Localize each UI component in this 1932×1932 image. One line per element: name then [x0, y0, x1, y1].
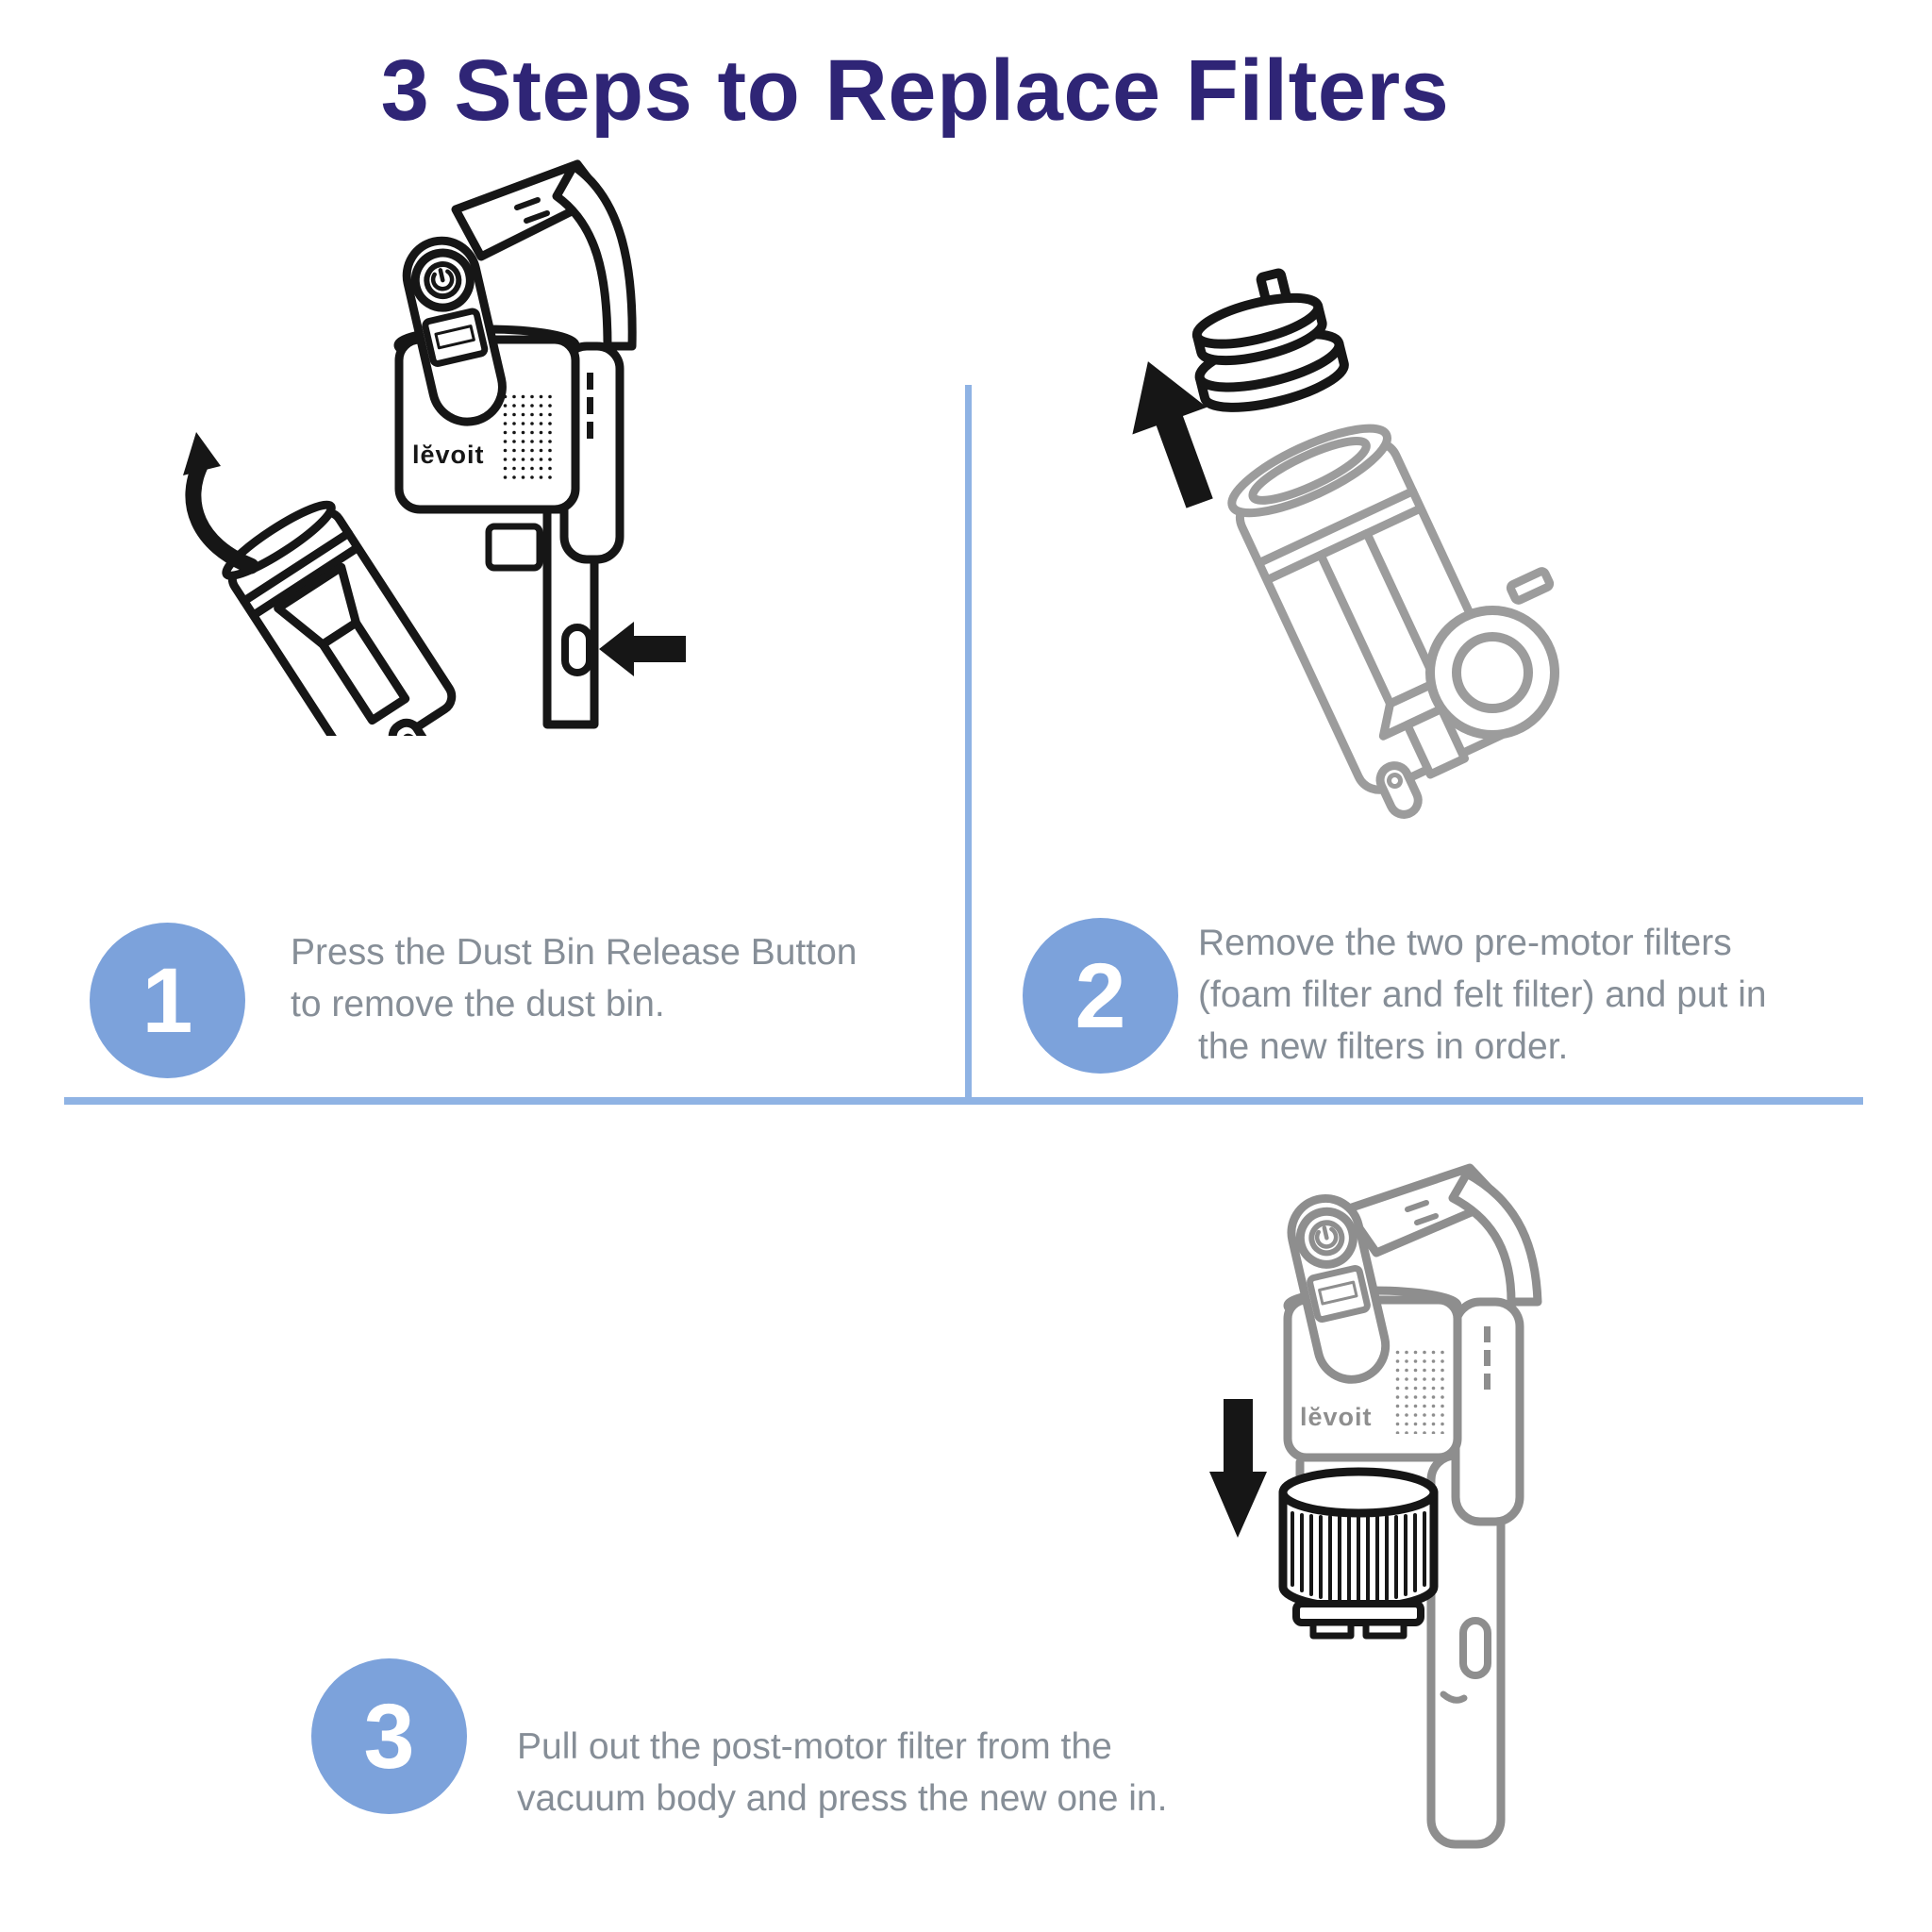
step-3-number: 3: [363, 1684, 415, 1788]
handle-column: [402, 236, 507, 426]
handle-arm: [552, 161, 637, 351]
step-2-line-1: Remove the two pre-motor filters: [1198, 923, 1732, 963]
step-2-number: 2: [1074, 943, 1126, 1047]
levoit-logo: lĕvoit: [1300, 1403, 1373, 1431]
bin-slot: [485, 523, 543, 572]
step-3-line-2: vacuum body and press the new one in.: [517, 1778, 1168, 1819]
wand-tick: [1440, 1690, 1468, 1704]
dust-bin: [222, 500, 457, 736]
pull-down-arrow-icon: [1209, 1399, 1267, 1538]
levoit-logo: lĕvoit: [412, 441, 485, 469]
step-1-line-2: to remove the dust bin.: [291, 984, 665, 1024]
vent-grid: [1391, 1345, 1445, 1434]
wand-latch: [1459, 1617, 1491, 1679]
step-3-text: Pull out the post-motor filter from the …: [517, 1721, 1167, 1824]
step-3-badge: 3: [311, 1658, 467, 1814]
press-arrow-icon: [599, 622, 686, 676]
handle-arm: [1448, 1169, 1542, 1307]
post-motor-filter: [1278, 1467, 1439, 1640]
step-2-badge: 2: [1023, 918, 1178, 1074]
remove-arrow-icon: [1132, 361, 1213, 508]
step2-illustration-pre-motor-filters: [1132, 268, 1559, 819]
rotate-arrow-head: [183, 432, 221, 475]
step3-illustration-post-motor-filter: lĕvoit: [1209, 1163, 1542, 1849]
power-icon: [430, 268, 455, 291]
horizontal-divider: [64, 1097, 1863, 1105]
rotate-arrow: [185, 454, 259, 575]
vertical-divider: [965, 385, 972, 1099]
step-1-badge: 1: [90, 923, 245, 1078]
step-1-line-1: Press the Dust Bin Release Button: [291, 932, 858, 973]
power-icon: [1314, 1225, 1339, 1249]
handle-column: [1287, 1193, 1391, 1384]
step1-illustration-vacuum-dust-bin-release: lĕvoit: [183, 159, 686, 736]
dust-bin-release-button: [561, 624, 593, 676]
step-1-text: Press the Dust Bin Release Button to rem…: [291, 926, 857, 1030]
step-1-number: 1: [142, 948, 193, 1052]
step-2-line-3: the new filters in order.: [1198, 1026, 1569, 1067]
step-2-text: Remove the two pre-motor filters (foam f…: [1198, 917, 1767, 1073]
page-title: 3 Steps to Replace Filters: [380, 42, 1450, 139]
vent-grid: [500, 390, 554, 484]
foam-filter: [1191, 268, 1327, 366]
bin-tab: [1506, 567, 1555, 605]
step-3-line-1: Pull out the post-motor filter from the: [517, 1726, 1112, 1767]
step-2-line-2: (foam filter and felt filter) and put in: [1198, 974, 1767, 1015]
